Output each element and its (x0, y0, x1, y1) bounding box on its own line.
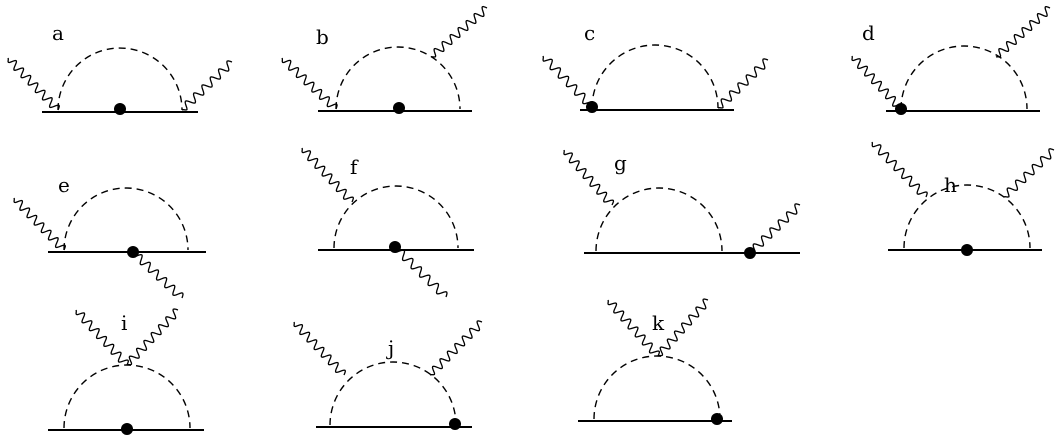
wavy-photon-line (563, 149, 615, 206)
wavy-photon-line (430, 5, 488, 58)
dashed-loop (591, 44, 719, 109)
diagram-h: h (871, 141, 1055, 256)
dashed-loop (335, 46, 461, 110)
wavy-photon-line (281, 57, 338, 110)
diagram-label: i (121, 311, 127, 335)
vertex-dot (449, 418, 461, 430)
wavy-photon-line (429, 320, 483, 376)
wavy-photon-line (1003, 148, 1055, 198)
diagram-k: k (578, 298, 732, 425)
wavy-photon-line (293, 321, 346, 376)
vertex-dot (961, 244, 973, 256)
dashed-loop (63, 364, 191, 429)
diagram-label: b (316, 25, 329, 49)
dashed-loop (903, 184, 1031, 249)
diagram-label: c (584, 21, 595, 45)
wavy-photon-line (995, 5, 1051, 58)
diagram-label: a (52, 21, 64, 45)
dashed-loop (593, 355, 721, 420)
wavy-photon-line (657, 298, 709, 357)
vertex-dot (114, 103, 126, 115)
diagram-c: c (542, 21, 769, 113)
wavy-photon-line (75, 309, 129, 366)
diagram-d: d (851, 5, 1051, 115)
diagram-label: f (350, 155, 359, 179)
vertex-dot (711, 413, 723, 425)
wavy-photon-line (607, 299, 661, 357)
diagram-g: g (563, 149, 801, 259)
dashed-loop (57, 47, 183, 111)
diagram-a: a (7, 21, 233, 115)
diagram-label: h (944, 173, 957, 197)
wavy-photon-line (749, 203, 801, 254)
diagram-b: b (281, 5, 488, 114)
dashed-loop (595, 187, 723, 252)
wavy-photon-line (542, 55, 594, 108)
dashed-loop (63, 187, 189, 251)
wavy-photon-line (871, 141, 928, 198)
diagram-label: j (386, 336, 394, 360)
wavy-photon-line (7, 57, 60, 111)
vertex-dot (121, 423, 133, 435)
diagram-label: d (862, 21, 875, 45)
dashed-loop (900, 45, 1028, 110)
dashed-loop (333, 185, 459, 249)
wavy-photon-line (126, 308, 179, 366)
diagram-label: k (652, 311, 665, 335)
diagram-j: j (293, 320, 483, 430)
wavy-photon-line (851, 55, 904, 110)
wavy-photon-line (717, 58, 769, 109)
wavy-photon-line (181, 60, 233, 111)
diagram-f: f (301, 147, 474, 298)
diagram-e: e (13, 173, 206, 299)
vertex-dot (393, 102, 405, 114)
diagram-label: e (58, 173, 70, 197)
wavy-photon-line (301, 147, 354, 203)
wavy-photon-line (132, 251, 184, 299)
dashed-loop (329, 361, 457, 426)
wavy-photon-line (13, 197, 66, 251)
diagram-label: g (614, 151, 627, 175)
wavy-photon-line (394, 246, 448, 298)
diagram-i: i (48, 308, 204, 435)
